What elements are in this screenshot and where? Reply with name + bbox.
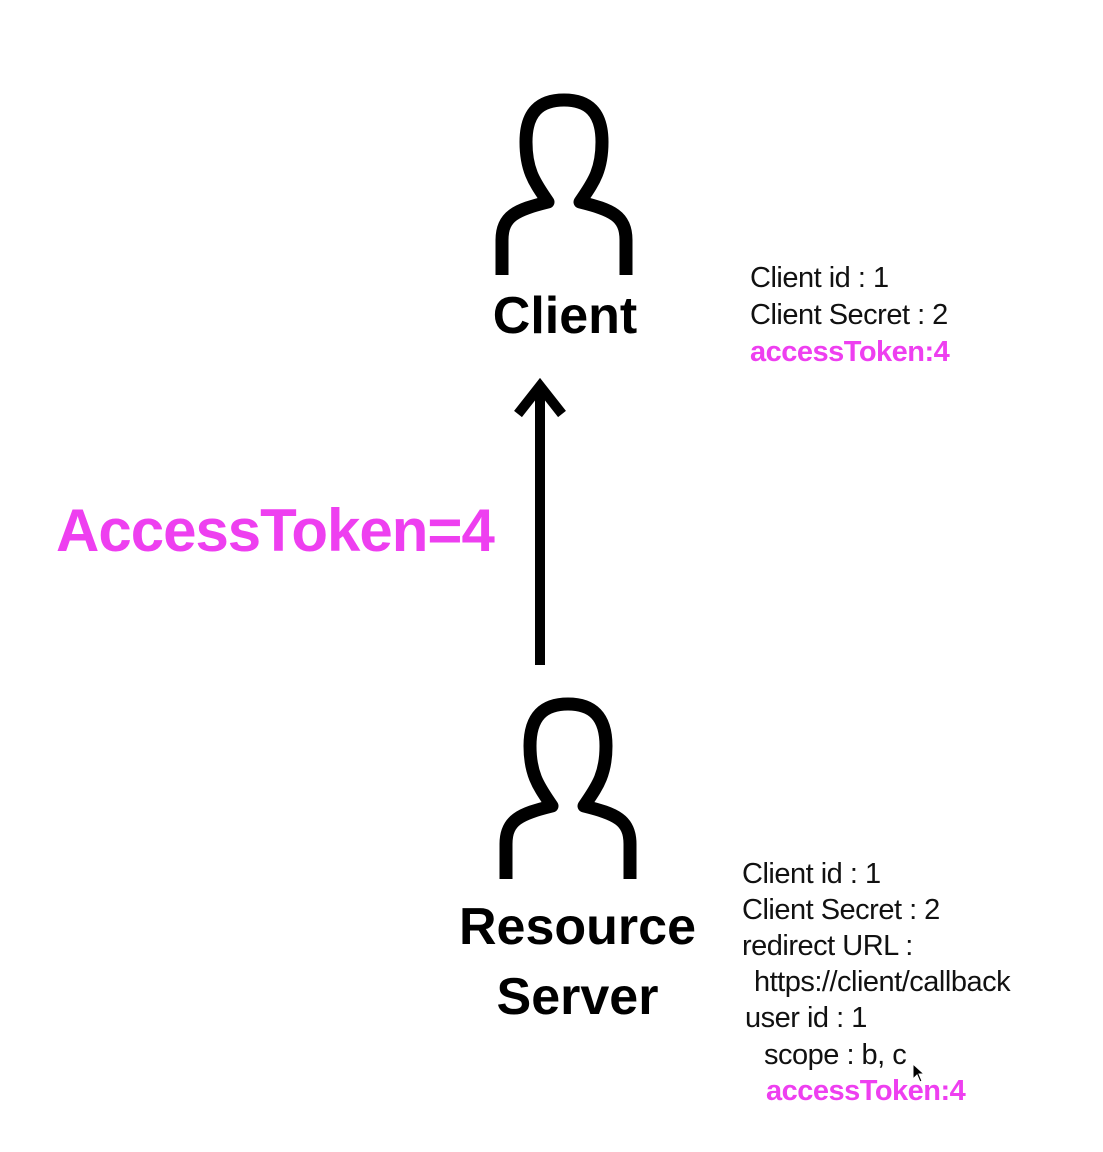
resource-server-person-icon xyxy=(499,697,637,879)
rs-client-secret-text: Client Secret : 2 xyxy=(742,894,940,926)
client-label: Client xyxy=(492,287,638,345)
client-id-text: Client id : 1 xyxy=(750,262,889,294)
client-access-token-text: accessToken:4 xyxy=(750,336,950,368)
client-person-icon xyxy=(495,93,633,275)
rs-redirect-url-label: redirect URL : xyxy=(742,930,913,962)
rs-scope-text: scope : b, c xyxy=(764,1039,907,1071)
resource-server-label-line2: Server xyxy=(496,968,659,1026)
rs-client-id-text: Client id : 1 xyxy=(742,858,881,890)
resource-server-label-line1: Resource xyxy=(459,898,696,956)
flow-arrow xyxy=(514,377,566,665)
access-token-flow-label: AccessToken=4 xyxy=(56,497,495,564)
rs-access-token-text: accessToken:4 xyxy=(766,1075,966,1107)
mouse-cursor-icon xyxy=(912,1063,926,1083)
rs-redirect-url-value: https://client/callback xyxy=(754,966,1011,998)
rs-user-id-text: user id : 1 xyxy=(745,1002,867,1034)
client-secret-text: Client Secret : 2 xyxy=(750,299,948,331)
resource-server-label: Resource Server xyxy=(440,892,715,1032)
